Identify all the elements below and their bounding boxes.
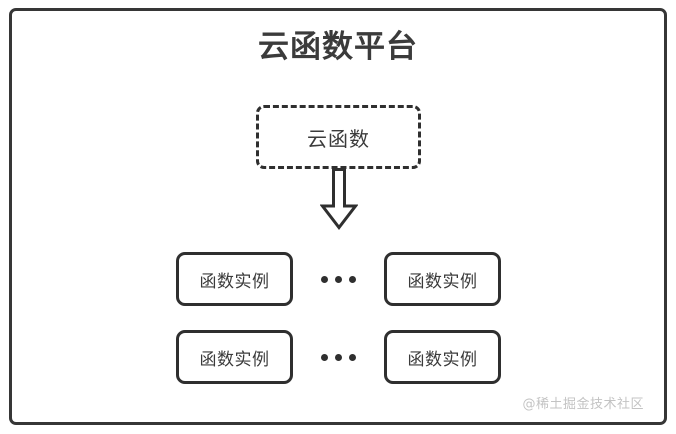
function-instance-node: 函数实例 [176, 330, 293, 384]
ellipsis-icon [317, 330, 360, 384]
function-instance-node: 函数实例 [176, 252, 293, 306]
function-instance-node: 函数实例 [384, 330, 501, 384]
function-instance-label: 函数实例 [407, 271, 478, 292]
instance-row: 函数实例 函数实例 [176, 330, 501, 384]
ellipsis-dot [335, 353, 342, 361]
cloud-function-node: 云函数 [256, 105, 421, 169]
ellipsis-dot [335, 275, 342, 283]
cloud-function-label: 云函数 [307, 126, 370, 151]
function-instance-label: 函数实例 [407, 349, 478, 370]
ellipsis-dot [349, 353, 356, 361]
down-block-arrow-icon [319, 168, 359, 230]
ellipsis-icon [317, 252, 360, 306]
watermark-label: @稀土掘金技术社区 [522, 397, 644, 412]
function-instance-node: 函数实例 [384, 252, 501, 306]
ellipsis-dot [321, 275, 328, 283]
page-title: 云函数平台 [258, 29, 418, 65]
instance-row: 函数实例 函数实例 [176, 252, 501, 306]
ellipsis-dot [321, 353, 328, 361]
ellipsis-dot [349, 275, 356, 283]
function-instance-label: 函数实例 [199, 349, 270, 370]
function-instance-label: 函数实例 [199, 271, 270, 292]
